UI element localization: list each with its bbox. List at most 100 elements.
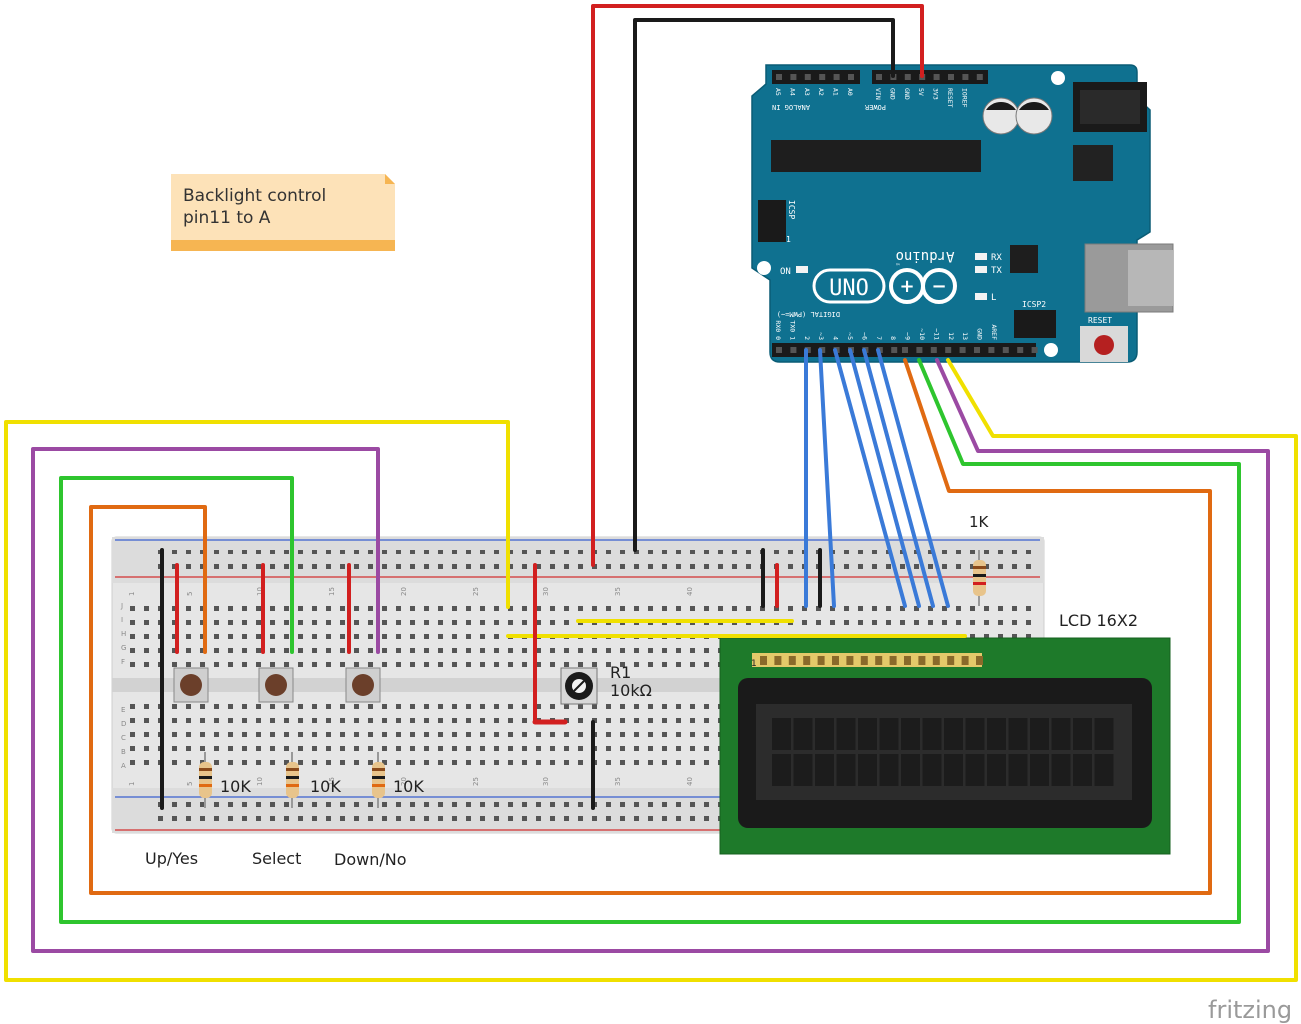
lcd-cell — [965, 754, 985, 786]
arduino-pin-label: 2 — [803, 336, 811, 340]
lcd-pin1-label: 1 — [751, 659, 757, 669]
btn-down-label: Down/No — [334, 850, 406, 869]
bb-row-letter: A — [121, 762, 126, 770]
lcd-cell — [922, 718, 942, 750]
arduino-l-label: L — [991, 293, 996, 303]
lcd-cell — [922, 754, 942, 786]
lcd-cell — [965, 718, 985, 750]
note-line-2: pin11 to A — [183, 208, 271, 228]
wire-orange-long — [89, 358, 1212, 895]
arduino-pin-label: VIN — [874, 88, 882, 100]
lcd-pin — [774, 656, 782, 665]
wire-blue-d6 — [862, 348, 935, 608]
lcd-cell — [1094, 754, 1114, 786]
wire-yellow-long — [4, 358, 1298, 982]
arduino-reset-label: RESET — [1088, 316, 1112, 325]
resistors — [199, 550, 986, 808]
lcd-cell — [815, 718, 834, 750]
arduino-pin-label: RX0 0 — [774, 320, 782, 340]
header-pin — [819, 347, 826, 353]
bb-row-letter: F — [121, 658, 125, 666]
arduino-pin-label: AREF — [990, 324, 998, 340]
resistor-btn3 — [372, 752, 385, 808]
wire-blue-d3 — [818, 348, 836, 608]
lcd-cell — [858, 754, 877, 786]
bb-col-number: 25 — [472, 777, 480, 786]
arduino-icsp2-label: ICSP2 — [1022, 300, 1046, 309]
bb-col-number: 30 — [542, 587, 550, 596]
wires — [4, 4, 1298, 982]
lcd-pin — [846, 656, 854, 665]
header-pin — [933, 74, 940, 80]
push-buttons — [173, 667, 381, 703]
wire-green-long — [59, 358, 1241, 924]
header-pin — [790, 74, 797, 80]
header-pin — [916, 347, 923, 353]
header-pin — [930, 347, 937, 353]
arduino-pin-label: 12 — [947, 332, 955, 340]
bb-row-letter: B — [121, 748, 126, 756]
resistor-1k-label: 1K — [969, 513, 990, 531]
arduino-pin-label: A4 — [788, 88, 796, 96]
lcd-pin — [817, 656, 825, 665]
lcd-cell — [772, 754, 791, 786]
bb-col-number: 1 — [128, 592, 136, 596]
lcd-cell — [793, 718, 813, 750]
bb-col-number: 30 — [542, 777, 550, 786]
arduino-pin-label: RESET — [946, 88, 954, 108]
bb-col-number: 35 — [614, 777, 622, 786]
lcd-16x2: 1 — [719, 637, 1171, 855]
lcd-cell — [879, 754, 899, 786]
note-line-1: Backlight control — [183, 186, 326, 206]
header-pin — [790, 347, 797, 353]
bb-row-letter: H — [121, 630, 126, 638]
btn-res-2-label: 10K — [310, 777, 341, 796]
arduino-pin-label: ~9 — [904, 332, 912, 340]
header-pin — [962, 74, 969, 80]
bb-col-number: 5 — [186, 782, 194, 786]
lcd-cell — [836, 754, 856, 786]
lcd-label: LCD 16X2 — [1059, 611, 1138, 630]
lcd-cell — [944, 718, 963, 750]
btn-select-label: Select — [252, 849, 301, 868]
header-pin — [776, 74, 782, 80]
arduino-pin-label: A3 — [803, 88, 811, 96]
arduino-logo: + − — [812, 268, 957, 304]
header-pin — [1031, 347, 1038, 353]
lcd-cell — [944, 754, 963, 786]
pot-value-label: 10kΩ — [610, 681, 652, 700]
bb-col-number: 40 — [686, 777, 694, 786]
btn-res-3-label: 10K — [393, 777, 424, 796]
potentiometer — [560, 667, 598, 705]
pot-ref-label: R1 — [610, 663, 631, 682]
lcd-cell — [1008, 718, 1028, 750]
lcd-cell — [1073, 754, 1092, 786]
bb-col-number: 20 — [400, 777, 408, 786]
bb-col-number: 1 — [128, 782, 136, 786]
header-pin — [833, 74, 840, 80]
resistor-1k — [973, 550, 986, 606]
svg-text:−: − — [931, 276, 946, 297]
wire-red-5v — [591, 4, 924, 567]
lcd-cell — [1008, 754, 1028, 786]
lcd-pin — [803, 656, 811, 665]
arduino-tm: ™ — [896, 263, 900, 270]
arduino-pin-label: GND — [903, 88, 911, 100]
svg-text:+: + — [899, 276, 914, 297]
arduino-pin-label: 5V — [917, 88, 925, 96]
bb-row-letter: D — [121, 720, 126, 728]
header-pin — [974, 347, 980, 353]
bb-row-letter: I — [121, 616, 123, 624]
lcd-cell — [815, 754, 834, 786]
lcd-cell — [836, 718, 856, 750]
lcd-cell — [1051, 718, 1071, 750]
header-pin — [804, 74, 811, 80]
arduino-pin-label: A5 — [774, 88, 782, 96]
arduino-pin-label: ~3 — [817, 332, 825, 340]
lcd-pin — [788, 656, 796, 665]
bb-row-letter: J — [120, 602, 123, 610]
lcd-cell — [987, 718, 1006, 750]
arduino-pin-label: GND — [976, 328, 984, 340]
arduino-pin-label: 7 — [875, 336, 883, 340]
